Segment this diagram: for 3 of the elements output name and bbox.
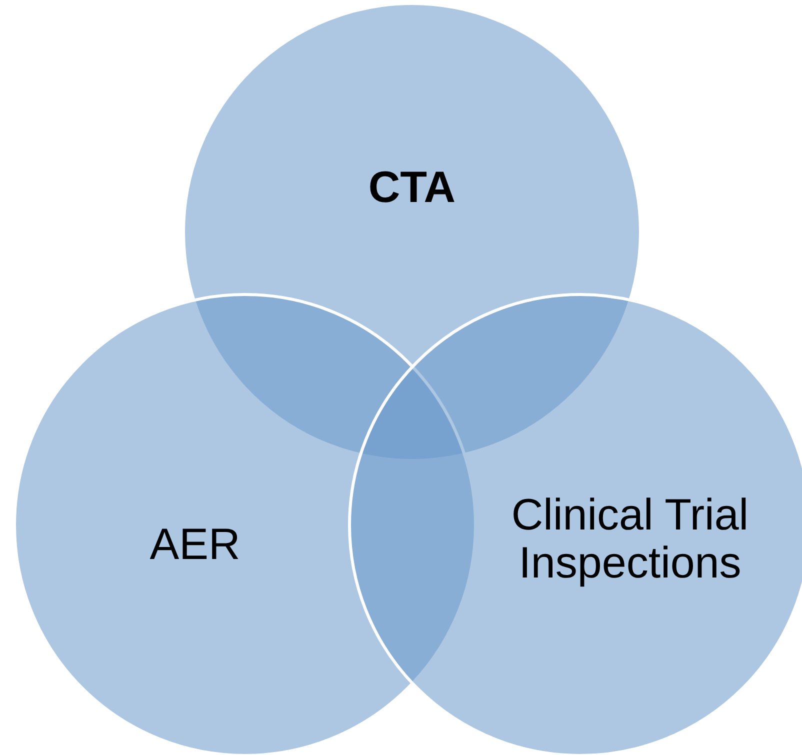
- circle-label: Clinical Trial Inspections: [510, 492, 750, 588]
- circle-label: CTA: [367, 164, 457, 212]
- circle-label: AER: [148, 520, 242, 570]
